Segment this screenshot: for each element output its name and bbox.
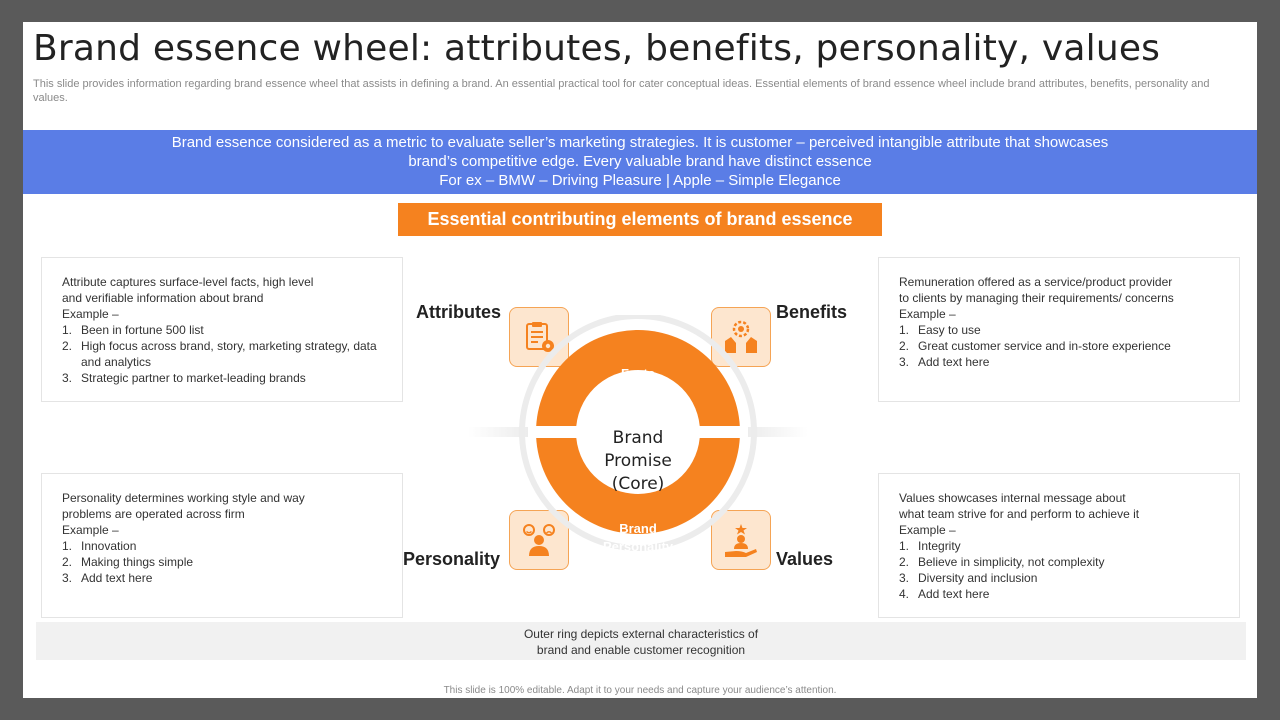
list-item: 2. High focus across brand, story, market… (62, 338, 382, 370)
ring-top-line1: Facts (621, 366, 655, 381)
personality-card: Personality determines working style and… (41, 473, 403, 618)
core-line3: (Core) (612, 474, 665, 494)
ring-bottom-line2: Personality (603, 539, 674, 554)
list-text: Great customer service and in-store expe… (918, 339, 1171, 353)
card-example-label: Example – (62, 307, 119, 321)
list-num: 3. (899, 571, 910, 585)
banner-line: brand’s competitive edge. Every valuable… (408, 153, 872, 170)
card-desc: problems are operated across firm (62, 507, 245, 521)
list-num: 1. (62, 539, 73, 553)
card-desc: Remuneration offered as a service/produc… (899, 275, 1173, 289)
page-title: Brand essence wheel: attributes, benefit… (33, 28, 1161, 69)
card-example-label: Example – (899, 523, 956, 537)
ring-top-line2: and Symbols (598, 383, 679, 398)
list-num: 2. (899, 555, 910, 569)
benefits-label: Benefits (776, 302, 848, 322)
list-text: Easy to use (918, 323, 981, 337)
card-desc: to clients by managing their requirement… (899, 291, 1174, 305)
list-num: 3. (62, 371, 73, 385)
list-text: High focus across brand, story, marketin… (81, 339, 377, 369)
list-text: Add text here (918, 587, 990, 601)
section-heading: Essential contributing elements of brand… (398, 203, 882, 236)
page-subtitle: This slide provides information regardin… (33, 78, 1210, 104)
list-num: 2. (899, 339, 910, 353)
values-icon-box (711, 510, 771, 570)
hand-person-icon (725, 524, 757, 557)
values-label: Values (776, 549, 834, 569)
core-line1: Brand (613, 428, 664, 448)
list-num: 2. (62, 555, 73, 569)
divider-left (468, 427, 548, 437)
list-num: 1. (899, 323, 910, 337)
card-desc: Values showcases internal message about (899, 491, 1126, 505)
card-list: 1. Innovation 2. Making things simple 3. Ad… (62, 538, 382, 586)
list-item: 1. Been in fortune 500 list (62, 322, 382, 338)
list-text: Diversity and inclusion (918, 571, 1038, 585)
attributes-card: Attribute captures surface-level facts, … (41, 257, 403, 402)
outer-ring-note: Outer ring depicts external characterist… (36, 622, 1246, 660)
list-text: Strategic partner to market-leading bran… (81, 371, 306, 385)
list-item: 1. Integrity (899, 538, 1219, 554)
list-item: 2. Making things simple (62, 554, 382, 570)
core-line2: Promise (604, 451, 672, 471)
card-list: 1. Been in fortune 500 list 2. High focus … (62, 322, 382, 386)
personality-label: Personality (403, 549, 501, 569)
list-item: 3. Add text here (899, 354, 1219, 370)
benefits-card: Remuneration offered as a service/produc… (878, 257, 1240, 402)
ring-bottom-line1: Brand (619, 521, 657, 536)
card-example-label: Example – (899, 307, 956, 321)
list-text: Making things simple (81, 555, 194, 569)
note-line: brand and enable customer recognition (536, 643, 746, 657)
values-card: Values showcases internal message about … (878, 473, 1240, 618)
list-text: Add text here (918, 355, 990, 369)
card-desc: what team strive for and perform to achi… (899, 507, 1140, 521)
core-circle (576, 370, 700, 494)
list-item: 3. Strategic partner to market-leading br… (62, 370, 382, 386)
brand-essence-wheel: Facts and Symbols Brand Personality Bran… (468, 315, 808, 554)
list-item: 2. Great customer service and in-store ex… (899, 338, 1219, 354)
list-item: 2. Believe in simplicity, not complexity (899, 554, 1219, 570)
footnote: This slide is 100% editable. Adapt it to… (443, 685, 837, 696)
attributes-label: Attributes (416, 302, 501, 322)
card-desc: Attribute captures surface-level facts, … (62, 275, 314, 289)
outer-ring (519, 315, 757, 551)
card-list: 1. Easy to use 2. Great customer service a… (899, 322, 1219, 370)
list-item: 1. Innovation (62, 538, 382, 554)
definition-banner: Brand essence considered as a metric to … (23, 130, 1257, 194)
hands-gear-icon (725, 320, 757, 353)
divider-right (728, 427, 808, 437)
card-list: 1. Integrity 2. Believe in simplicity, not… (899, 538, 1219, 602)
banner-line: For ex – BMW – Driving Pleasure | Apple … (439, 172, 841, 189)
list-text: Integrity (918, 539, 961, 553)
list-num: 4. (899, 587, 910, 601)
card-example-label: Example – (62, 523, 119, 537)
list-text: Been in fortune 500 list (81, 323, 204, 337)
card-desc: Personality determines working style and… (62, 491, 305, 505)
slide: Brand essence wheel: attributes, benefit… (23, 22, 1257, 698)
list-text: Add text here (81, 571, 153, 585)
list-num: 2. (62, 339, 73, 353)
list-num: 1. (62, 323, 73, 337)
list-num: 3. (62, 571, 73, 585)
banner-line: Brand essence considered as a metric to … (171, 134, 1109, 151)
list-item: 1. Easy to use (899, 322, 1219, 338)
list-item: 3. Add text here (62, 570, 382, 586)
document-gear-icon (526, 322, 554, 352)
note-line: Outer ring depicts external characterist… (523, 627, 759, 641)
list-text: Believe in simplicity, not complexity (918, 555, 1105, 569)
list-item: 4. Add text here (899, 586, 1219, 602)
list-text: Innovation (81, 539, 137, 553)
list-num: 3. (899, 355, 910, 369)
list-item: 3. Diversity and inclusion (899, 570, 1219, 586)
card-desc: and verifiable information about brand (62, 291, 264, 305)
benefits-icon-box (711, 307, 771, 367)
faces-person-icon (523, 524, 555, 556)
list-num: 1. (899, 539, 910, 553)
